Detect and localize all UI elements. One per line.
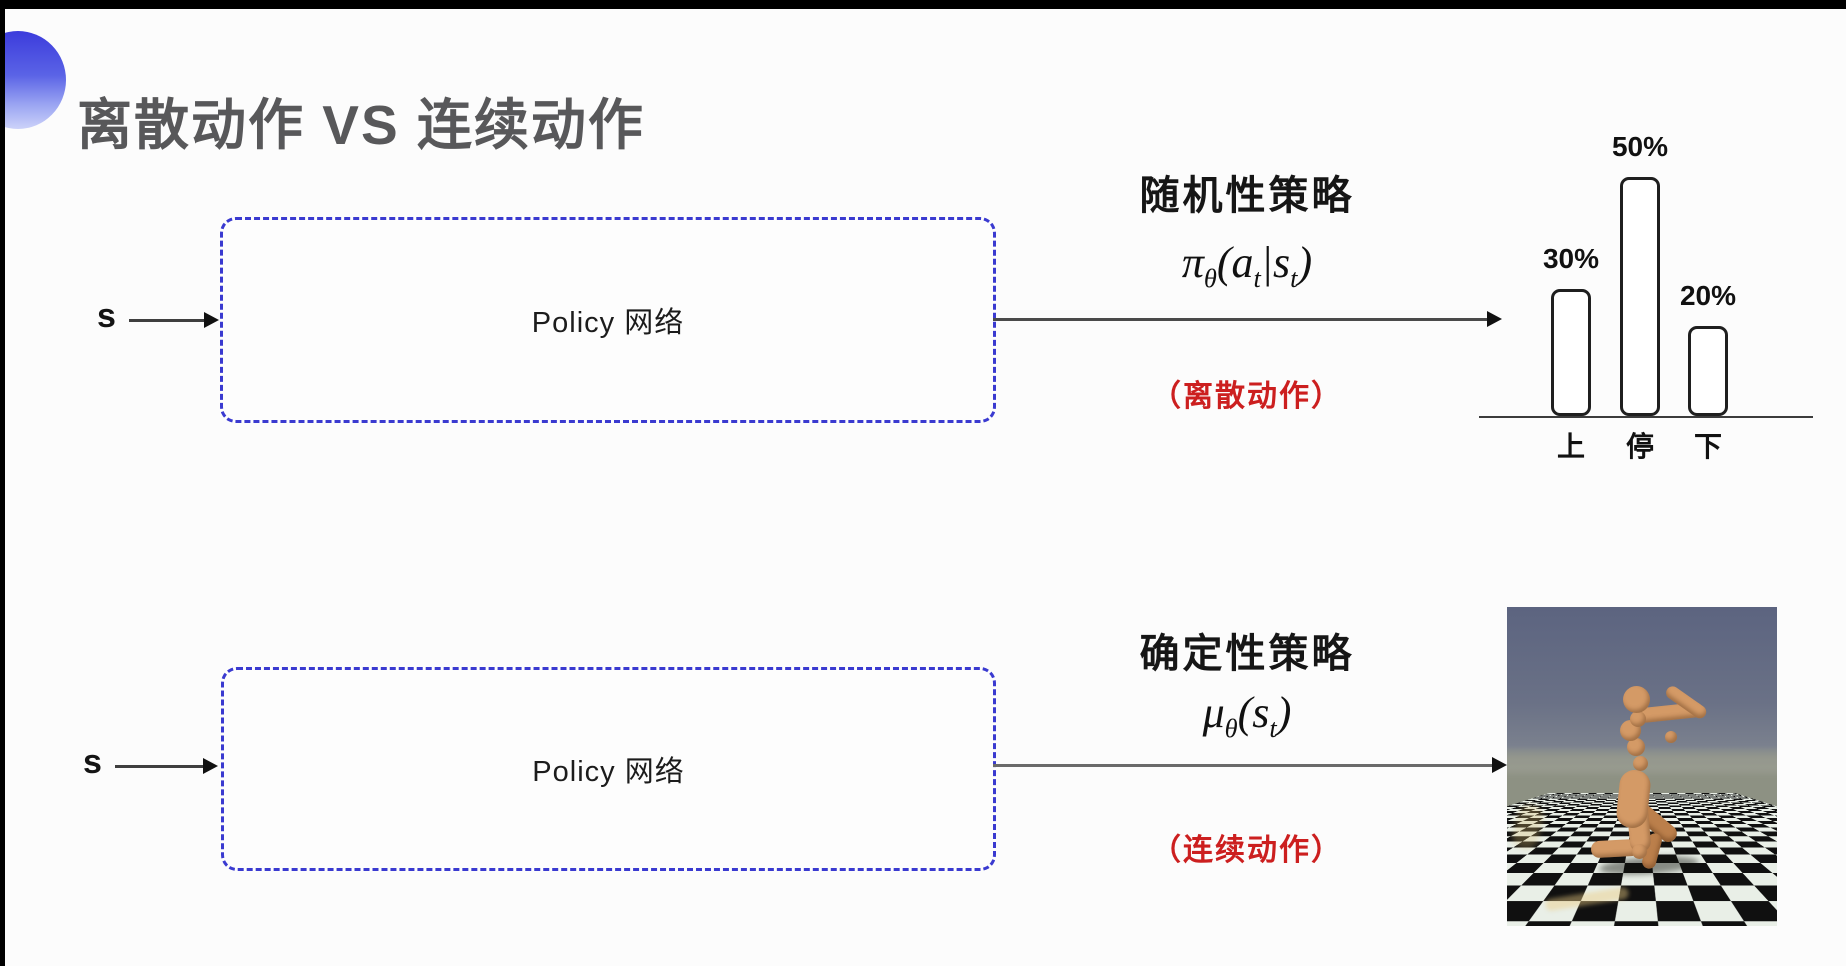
robot-head — [1623, 686, 1650, 713]
deterministic-policy-formula: μθ(st) — [1202, 688, 1292, 743]
input-arrow-head-2 — [203, 758, 218, 774]
robot-hand — [1665, 731, 1677, 743]
probability-bar — [1620, 177, 1660, 416]
bar-value-label: 20% — [1679, 280, 1737, 311]
humanoid-robot-image — [1507, 607, 1777, 926]
robot-abdomen-joint — [1627, 738, 1645, 756]
output-arrow-head-continuous — [1492, 757, 1507, 773]
input-arrow-line-2 — [115, 765, 205, 768]
action-type-note-discrete: （离散动作） — [1151, 380, 1343, 413]
bar-category-label: 下 — [1693, 431, 1722, 462]
input-arrow-head — [204, 312, 219, 328]
policy-network-box-discrete: Policy 网络 — [220, 217, 996, 423]
policy-network-label-2: Policy 网络 — [532, 756, 685, 788]
probability-bar — [1551, 289, 1591, 416]
robot-knee — [1632, 844, 1647, 859]
state-input-label-discrete: s — [97, 297, 116, 335]
policy-type-title-stochastic: 随机性策略 — [1139, 174, 1355, 218]
robot-waist-joint — [1633, 756, 1648, 771]
policy-type-title-deterministic: 确定性策略 — [1139, 632, 1355, 676]
bar-value-label: 50% — [1611, 131, 1669, 162]
output-arrow-head-discrete — [1487, 311, 1502, 327]
input-arrow-line — [129, 319, 207, 322]
bar-category-label: 停 — [1625, 431, 1654, 462]
bar-category-label: 上 — [1556, 431, 1585, 462]
title-bullet-decoration — [5, 31, 66, 129]
stochastic-policy-formula: πθ(at|st) — [1181, 238, 1313, 293]
action-type-note-continuous: （连续动作） — [1151, 834, 1343, 867]
output-arrow-line-continuous — [993, 764, 1493, 767]
policy-network-box-continuous: Policy 网络 — [221, 667, 996, 871]
action-probability-bar-chart: 30% 上 50% 停 20% 下 — [1475, 109, 1835, 469]
probability-bar — [1688, 326, 1728, 416]
bar-value-label: 30% — [1542, 243, 1600, 274]
output-arrow-line-discrete — [993, 318, 1488, 321]
slide-title: 离散动作 VS 连续动作 — [77, 93, 645, 156]
state-input-label-continuous: s — [83, 743, 102, 781]
robot-neck — [1630, 711, 1646, 727]
policy-network-label: Policy 网络 — [531, 307, 685, 339]
chart-baseline — [1479, 416, 1813, 418]
